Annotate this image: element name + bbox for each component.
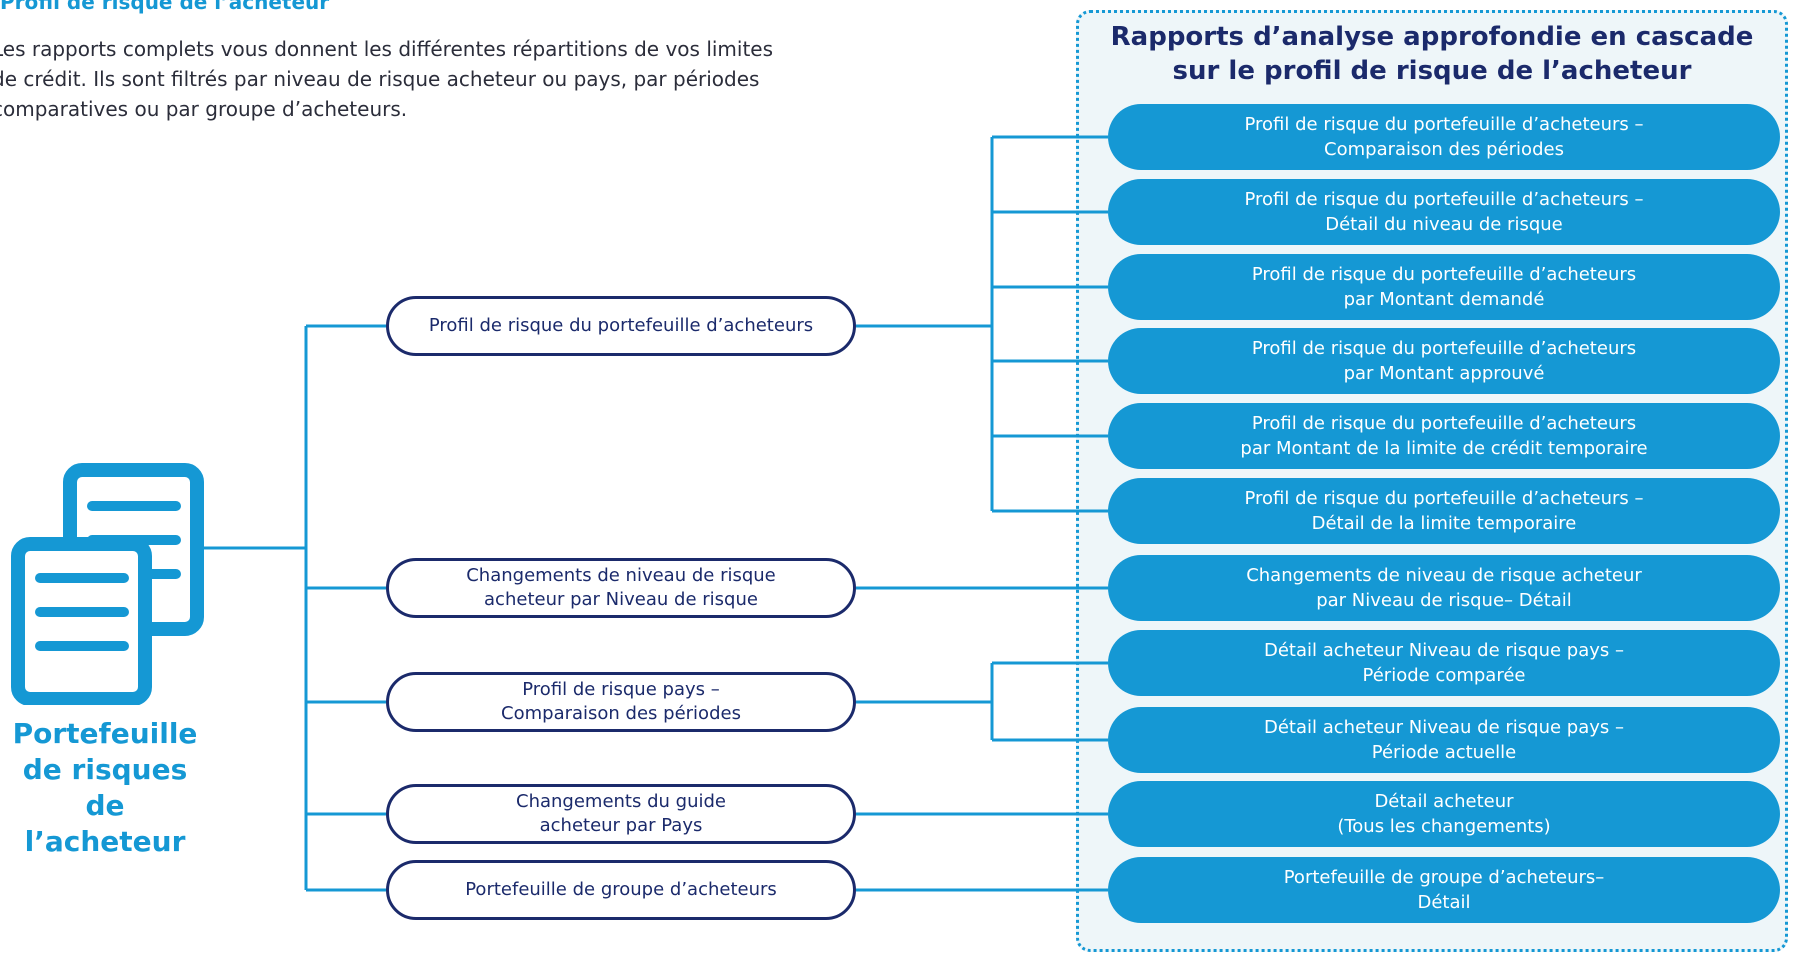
node-line: Détail acheteur Niveau de risque pays –: [1263, 640, 1624, 661]
cascade-panel-title: Rapports d’analyse approfondie en cascad…: [1076, 20, 1788, 88]
root-label-line: Portefeuille: [12, 717, 198, 750]
node-line: acheteur par Pays: [539, 815, 703, 836]
report-node-1: Profil de risque du portefeuille d’achet…: [1108, 104, 1780, 170]
node-line: par Montant approuvé: [1343, 363, 1545, 384]
root-node-label: Portefeuille de risques de l’acheteur: [10, 716, 200, 860]
section-title: Profil de risque de l’acheteur: [0, 0, 330, 14]
node-line: Profil de risque du portefeuille d’achet…: [1244, 189, 1644, 210]
cascade-title-line: sur le profil de risque de l’acheteur: [1172, 56, 1692, 86]
node-line: Changements de niveau de risque: [466, 565, 776, 586]
node-line: Profil de risque du portefeuille d’achet…: [1251, 264, 1637, 285]
node-line: Période actuelle: [1371, 742, 1517, 763]
mid-node-buyer-portfolio: Profil de risque du portefeuille d’achet…: [386, 296, 856, 356]
root-label-line: de risques: [22, 753, 188, 786]
mid-node-country-risk: Profil de risque pays – Comparaison des …: [386, 672, 856, 732]
report-node-9: Détail acheteur Niveau de risque pays – …: [1108, 707, 1780, 773]
document-stack-icon: [11, 463, 204, 705]
node-line: par Niveau de risque– Détail: [1316, 590, 1572, 611]
node-line: Comparaison des périodes: [501, 703, 741, 724]
report-node-2: Profil de risque du portefeuille d’achet…: [1108, 179, 1780, 245]
intro-line: comparatives ou par groupe d’acheteurs.: [0, 97, 408, 121]
node-line: Période comparée: [1362, 665, 1526, 686]
node-line: Détail de la limite temporaire: [1311, 513, 1577, 534]
intro-paragraph: Les rapports complets vous donnent les d…: [0, 34, 852, 124]
report-node-7: Changements de niveau de risque acheteur…: [1108, 555, 1780, 621]
node-line: Portefeuille de groupe d’acheteurs: [465, 879, 777, 900]
node-line: Profil de risque du portefeuille d’achet…: [428, 315, 814, 336]
report-node-11: Portefeuille de groupe d’acheteurs– Déta…: [1108, 857, 1780, 923]
mid-node-risk-level-changes: Changements de niveau de risque acheteur…: [386, 558, 856, 618]
node-line: Profil de risque du portefeuille d’achet…: [1244, 488, 1644, 509]
root-label-line: de: [85, 789, 125, 822]
mid-node-guide-changes: Changements du guide acheteur par Pays: [386, 784, 856, 844]
report-node-4: Profil de risque du portefeuille d’achet…: [1108, 328, 1780, 394]
node-line: Détail acheteur Niveau de risque pays –: [1263, 717, 1624, 738]
intro-line: Les rapports complets vous donnent les d…: [0, 37, 774, 61]
report-node-5: Profil de risque du portefeuille d’achet…: [1108, 403, 1780, 469]
mid-node-group-portfolio: Portefeuille de groupe d’acheteurs: [386, 860, 856, 920]
node-line: Profil de risque du portefeuille d’achet…: [1251, 413, 1637, 434]
node-line: Détail: [1417, 892, 1471, 913]
node-line: Profil de risque pays –: [522, 679, 720, 700]
node-line: Portefeuille de groupe d’acheteurs–: [1283, 867, 1605, 888]
node-line: (Tous les changements): [1337, 816, 1551, 837]
report-node-6: Profil de risque du portefeuille d’achet…: [1108, 478, 1780, 544]
node-line: Profil de risque du portefeuille d’achet…: [1251, 338, 1637, 359]
root-label-line: l’acheteur: [24, 825, 186, 858]
node-line: Comparaison des périodes: [1324, 139, 1564, 160]
report-node-10: Détail acheteur (Tous les changements): [1108, 781, 1780, 847]
node-line: Détail du niveau de risque: [1325, 214, 1563, 235]
node-line: Profil de risque du portefeuille d’achet…: [1244, 114, 1644, 135]
report-node-8: Détail acheteur Niveau de risque pays – …: [1108, 630, 1780, 696]
node-line: par Montant demandé: [1343, 289, 1545, 310]
node-line: Changements du guide: [516, 791, 726, 812]
node-line: par Montant de la limite de crédit tempo…: [1240, 438, 1648, 459]
cascade-title-line: Rapports d’analyse approfondie en cascad…: [1110, 22, 1754, 52]
node-line: acheteur par Niveau de risque: [484, 589, 758, 610]
node-line: Changements de niveau de risque acheteur: [1246, 565, 1642, 586]
node-line: Détail acheteur: [1374, 791, 1514, 812]
report-node-3: Profil de risque du portefeuille d’achet…: [1108, 254, 1780, 320]
intro-line: de crédit. Ils sont filtrés par niveau d…: [0, 67, 760, 91]
